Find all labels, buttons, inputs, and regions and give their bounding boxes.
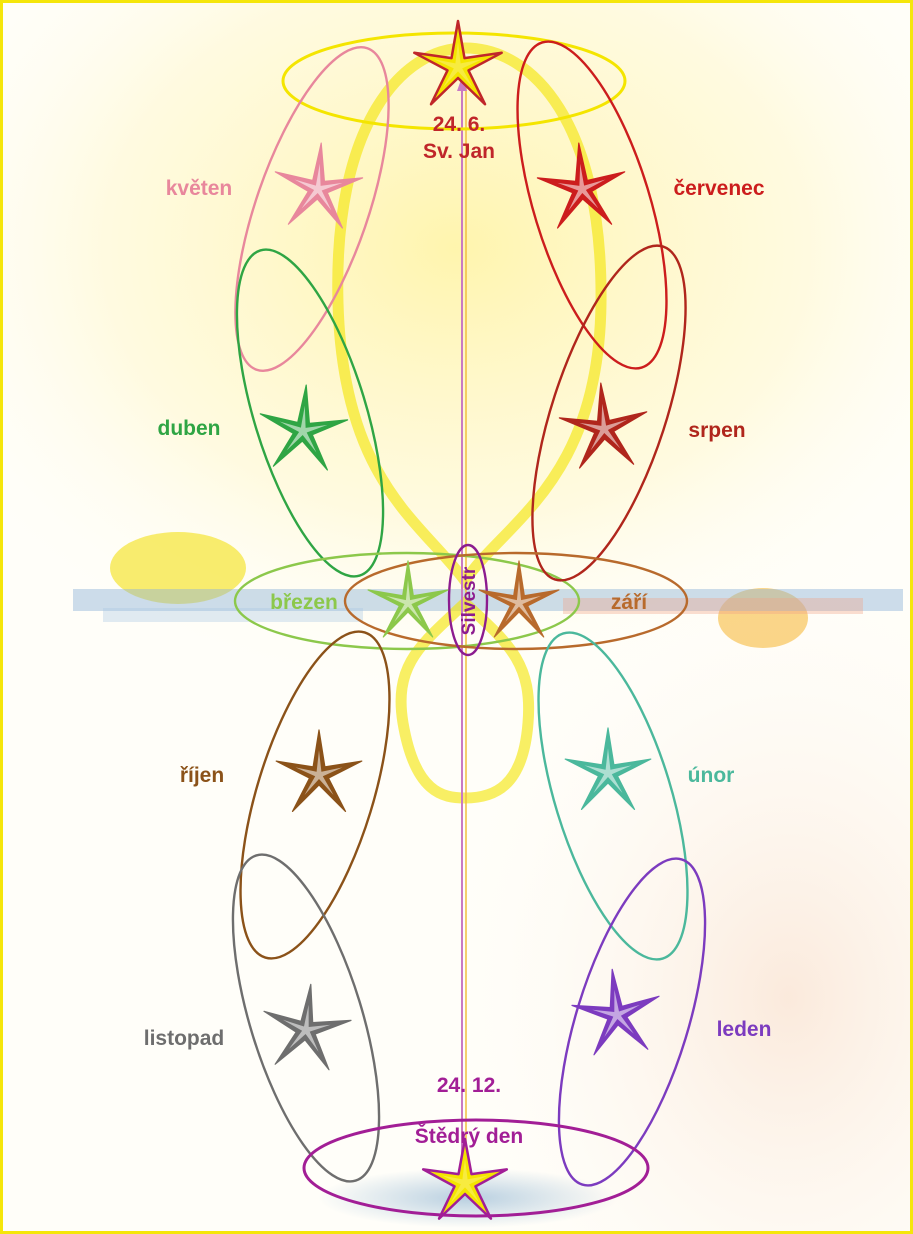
month-label-rijen: říjen [180, 764, 224, 787]
month-label-cervenec: červenec [673, 177, 764, 200]
month-label-kveten: květen [166, 177, 233, 200]
month-label-brezen: březen [270, 591, 338, 614]
month-label-zari: září [611, 591, 648, 614]
bottom-date-label: 24. 12. [437, 1074, 501, 1097]
bottom-name-label: Štědrý den [415, 1124, 524, 1148]
month-label-listopad: listopad [144, 1027, 225, 1050]
year-cycle-diagram: 24. 6. Sv. Jan květen duben březen říjen… [3, 3, 910, 1231]
month-label-duben: duben [158, 417, 221, 440]
month-label-unor: únor [688, 764, 735, 787]
month-label-leden: leden [717, 1018, 772, 1041]
top-name-label: Sv. Jan [423, 140, 495, 163]
top-date-label: 24. 6. [433, 113, 486, 136]
month-label-srpen: srpen [688, 419, 745, 442]
center-label-silvestr: Silvestr [459, 566, 480, 635]
